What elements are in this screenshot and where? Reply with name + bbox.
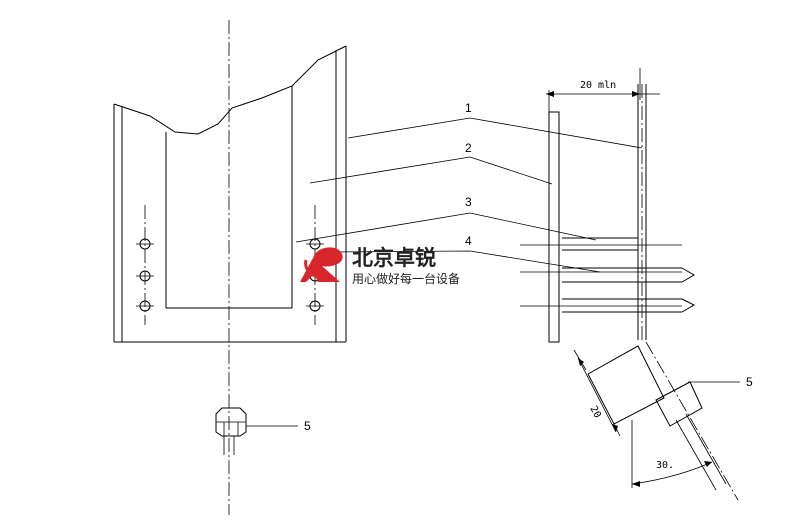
dimension-gap xyxy=(546,68,660,112)
dimension-angle xyxy=(631,420,713,488)
dimension-angle-label: 30. xyxy=(656,460,674,471)
label-4: 4 xyxy=(465,234,472,248)
brand-slogan: 用心做好每一台设备 xyxy=(352,271,460,286)
leader-lines xyxy=(295,117,643,273)
dimension-side-label: 20 xyxy=(587,404,602,420)
hex-nut xyxy=(215,407,298,455)
label-2: 2 xyxy=(465,141,472,155)
dimension-gap-label: 20 mln xyxy=(580,80,616,91)
studs xyxy=(520,237,696,313)
brand-watermark: 北京卓锐 用心做好每一台设备 xyxy=(300,246,460,286)
angled-block xyxy=(587,341,740,501)
brand-logo-icon xyxy=(300,247,343,282)
dimension-side xyxy=(573,349,621,437)
bolt-holes-left xyxy=(136,205,154,325)
label-5-left: 5 xyxy=(304,419,311,433)
label-5-right: 5 xyxy=(746,375,753,389)
label-1: 1 xyxy=(465,101,472,115)
label-3: 3 xyxy=(465,195,472,209)
channel-body xyxy=(113,45,347,343)
brand-name: 北京卓锐 xyxy=(352,246,436,270)
mounting-plate xyxy=(548,111,560,343)
side-wall xyxy=(637,84,647,340)
